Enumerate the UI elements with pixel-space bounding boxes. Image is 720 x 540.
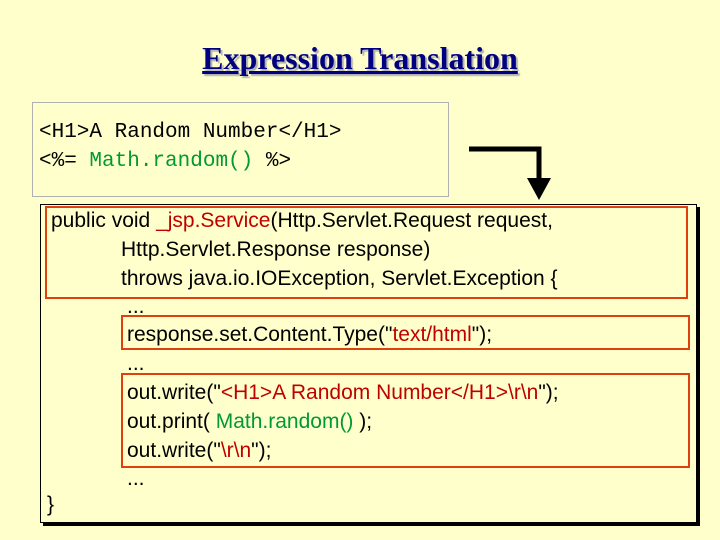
- newline-string: \r\n: [220, 439, 252, 462]
- code-keyword-text: public void: [51, 209, 157, 232]
- jsp-expression-open: <%=: [39, 150, 90, 173]
- html-string: <H1>A Random Number</H1>\r\n: [220, 381, 539, 404]
- jsp-expression-code: Math.random(): [89, 150, 254, 173]
- code-text: ");: [251, 439, 272, 462]
- code-text: out.print(: [127, 410, 216, 433]
- code-text: out.write(": [127, 381, 221, 404]
- code-line-7: out.write("<H1>A Random Number</H1>\r\n"…: [127, 381, 559, 405]
- content-type-string: text/html: [392, 323, 472, 346]
- code-line-10: ...: [127, 467, 145, 490]
- jsp-source-box: <H1>A Random Number</H1> <%= Math.random…: [32, 102, 449, 197]
- code-text: out.write(": [127, 439, 221, 462]
- expression-code: Math.random(): [215, 410, 354, 433]
- code-text: response.set.Content.Type(": [127, 323, 393, 346]
- jsp-source-line-1: <H1>A Random Number</H1>: [39, 121, 342, 144]
- jsp-source-line-2: <%= Math.random() %>: [39, 150, 291, 173]
- code-text: ");: [471, 323, 493, 346]
- code-line-1: public void _jsp.Service(Http.Servlet.Re…: [51, 209, 553, 233]
- code-line-8: out.print( Math.random() );: [127, 410, 372, 434]
- method-name: _jsp.Service: [156, 209, 271, 232]
- code-line-3: throws java.io.IOException, Servlet.Exce…: [121, 267, 558, 290]
- code-line-6: ...: [127, 352, 145, 375]
- code-params-text: (Http.Servlet.Request request,: [270, 209, 553, 232]
- method-signature-highlight: [45, 206, 688, 299]
- closing-brace: }: [47, 493, 55, 516]
- code-line-5: response.set.Content.Type("text/html");: [127, 323, 492, 347]
- code-line-4: ...: [127, 295, 145, 318]
- code-text: ");: [538, 381, 559, 404]
- code-line-2: Http.Servlet.Response response): [121, 238, 431, 261]
- slide-title: Expression Translation: [202, 40, 518, 76]
- servlet-code-box: public void _jsp.Service(Http.Servlet.Re…: [40, 204, 697, 523]
- code-text: );: [353, 410, 373, 433]
- jsp-expression-close: %>: [253, 150, 292, 173]
- code-line-9: out.write("\r\n");: [127, 439, 271, 463]
- content-type-highlight: [121, 315, 690, 350]
- output-statements-highlight: [121, 373, 690, 468]
